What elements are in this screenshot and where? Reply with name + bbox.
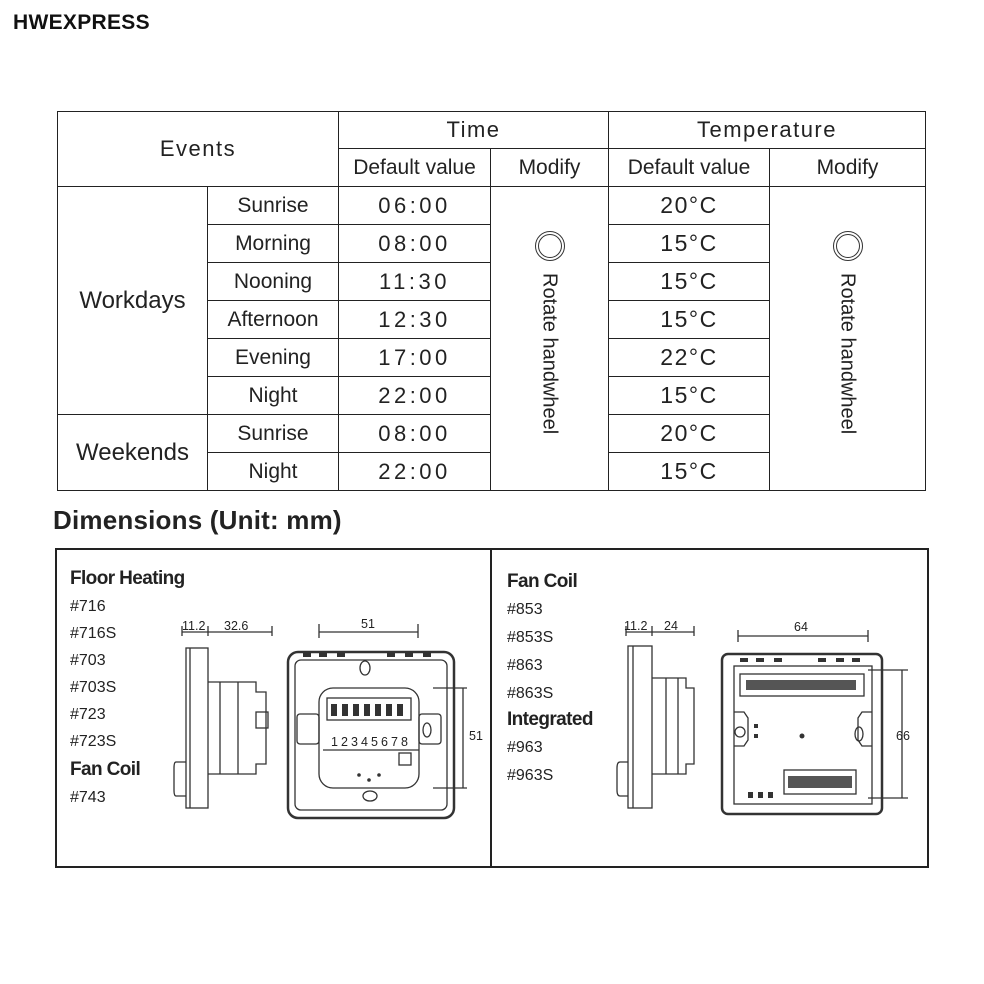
model-label: #963S — [507, 767, 554, 784]
side-dim-24: 24 — [664, 619, 678, 633]
side-dim-11-2: 11.2 — [624, 619, 647, 633]
event-cell: Afternoon — [207, 300, 339, 339]
temp-cell: 15°C — [608, 300, 770, 339]
event-cell: Evening — [207, 338, 339, 377]
model-label: #723 — [70, 706, 106, 723]
model-label: #716 — [70, 598, 106, 615]
event-cell: Night — [207, 452, 339, 491]
time-cell: 22:00 — [338, 376, 491, 415]
terminal-number: 7 — [391, 735, 398, 749]
temp-cell: 15°C — [608, 376, 770, 415]
front-width-label: 51 — [361, 617, 375, 631]
dimensions-title: Dimensions (Unit: mm) — [53, 505, 342, 535]
right-side-view: 11.2 24 — [616, 619, 695, 809]
side-dim-32-6: 32.6 — [224, 619, 248, 633]
brand-logo: HWEXPRESS — [13, 11, 150, 34]
temp-cell: 20°C — [608, 414, 770, 453]
time-header: Time — [338, 111, 609, 149]
time-cell: 12:30 — [338, 300, 491, 339]
category-label: Fan Coil — [507, 571, 578, 592]
terminal-number: 2 — [341, 735, 348, 749]
right-front-view: 64 66 — [720, 620, 910, 816]
handwheel-icon — [832, 231, 863, 261]
panel-divider — [490, 548, 492, 868]
temp-cell: 20°C — [608, 186, 770, 225]
model-label: #853S — [507, 629, 554, 646]
rotate-handwheel-label: Rotate handwheel — [836, 273, 859, 435]
category-label: Integrated — [507, 709, 593, 730]
temp-cell: 15°C — [608, 224, 770, 263]
category-label: Floor Heating — [70, 568, 185, 589]
terminal-number-labels: 1 2 3 4 5 6 7 8 — [331, 735, 408, 749]
temp-cell: 15°C — [608, 452, 770, 491]
time-cell: 17:00 — [338, 338, 491, 377]
group-workdays: Workdays — [57, 186, 208, 415]
event-cell: Sunrise — [207, 414, 339, 453]
event-cell: Nooning — [207, 262, 339, 301]
left-front-view: 51 51 1 2 3 4 5 6 7 8 — [286, 617, 483, 820]
front-height-label: 66 — [896, 729, 910, 743]
time-cell: 08:00 — [338, 414, 491, 453]
terminal-number: 1 — [331, 735, 338, 749]
time-cell: 06:00 — [338, 186, 491, 225]
event-cell: Night — [207, 376, 339, 415]
terminal-number: 3 — [351, 735, 358, 749]
model-label: #863 — [507, 657, 543, 674]
model-label: #716S — [70, 625, 117, 642]
model-label: #963 — [507, 739, 543, 756]
time-cell: 08:00 — [338, 224, 491, 263]
temp-modify-header: Modify — [769, 148, 926, 187]
time-cell: 11:30 — [338, 262, 491, 301]
time-modify-header: Modify — [490, 148, 609, 187]
model-label: #703S — [70, 679, 117, 696]
model-label: #863S — [507, 685, 554, 702]
category-label: Fan Coil — [70, 759, 141, 780]
terminal-number: 6 — [381, 735, 388, 749]
dimensions-panel — [55, 548, 929, 868]
side-dim-11-2: 11.2 — [182, 619, 205, 633]
front-width-label: 64 — [794, 620, 808, 634]
temp-cell: 15°C — [608, 262, 770, 301]
model-label: #723S — [70, 733, 117, 750]
schedule-table: Events Time Temperature Default value Mo… — [57, 111, 926, 491]
left-model-list: Floor Heating #716 #716S #703 #703S #723… — [70, 566, 185, 807]
temp-default-header: Default value — [608, 148, 770, 187]
temp-cell: 22°C — [608, 338, 770, 377]
temp-modify-cell: Rotate handwheel — [769, 186, 926, 491]
terminal-number: 8 — [401, 735, 408, 749]
terminal-number: 4 — [361, 735, 368, 749]
event-cell: Sunrise — [207, 186, 339, 225]
front-height-label: 51 — [469, 729, 483, 743]
time-default-header: Default value — [338, 148, 491, 187]
model-label: #703 — [70, 652, 106, 669]
rotate-handwheel-label: Rotate handwheel — [538, 273, 561, 435]
time-modify-cell: Rotate handwheel — [490, 186, 609, 491]
model-label: #853 — [507, 601, 543, 618]
time-cell: 22:00 — [338, 452, 491, 491]
model-label: #743 — [70, 789, 106, 806]
terminal-number: 5 — [371, 735, 378, 749]
temperature-header: Temperature — [608, 111, 926, 149]
handwheel-icon — [534, 231, 565, 261]
right-model-list: Fan Coil #853 #853S #863 #863S Integrate… — [507, 569, 593, 785]
group-weekends: Weekends — [57, 414, 208, 491]
left-side-view: 11.2 32.6 — [173, 619, 273, 809]
event-cell: Morning — [207, 224, 339, 263]
events-header: Events — [57, 111, 339, 187]
